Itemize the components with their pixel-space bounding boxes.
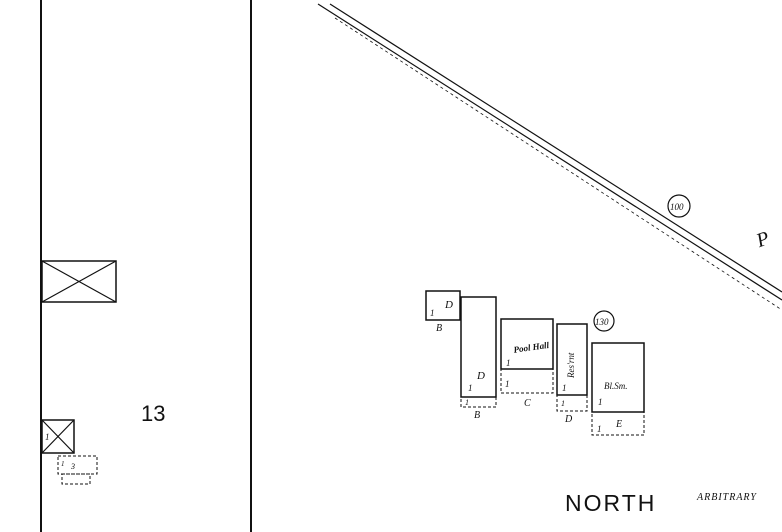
- outbuilding-label: 3: [70, 462, 75, 471]
- building-b1-story: 1: [430, 308, 435, 318]
- blacksmith-rear: [591, 411, 645, 436]
- pool-hall-story: 1: [506, 358, 511, 368]
- small-outbuilding: [57, 455, 98, 485]
- building-b1-use: D: [444, 299, 453, 311]
- building-b2-story: 1: [468, 383, 473, 393]
- building-b2-rear: [460, 396, 497, 408]
- building-b2-use: D: [476, 370, 485, 382]
- lot-letter-c: C: [524, 398, 531, 409]
- rear-mark-pool: 1: [505, 379, 510, 389]
- railroad-initial: P: [752, 227, 772, 252]
- rear-mark-b2: 1: [465, 398, 469, 407]
- lot-letter-b1: B: [436, 323, 442, 334]
- railroad-track: [317, 3, 782, 311]
- lot-letter-e: E: [615, 419, 622, 430]
- address-marker-130: [593, 310, 615, 332]
- x-box-upper: [41, 260, 117, 303]
- restaurant-rear: [556, 394, 588, 412]
- address-130-text: 130: [595, 317, 609, 327]
- restaurant-use: Res'rnt: [566, 352, 576, 379]
- address-100-text: 100: [670, 202, 684, 212]
- lot-letter-d: D: [564, 414, 573, 425]
- blacksmith-story: 1: [598, 397, 603, 407]
- block-number: 13: [141, 401, 165, 426]
- restaurant-story: 1: [562, 383, 567, 393]
- blacksmith-use: Bl.Sm.: [604, 381, 628, 391]
- street-note: ARBITRARY: [696, 492, 757, 503]
- building-b2: [460, 296, 497, 398]
- pool-hall-use: Pool Hall: [513, 340, 550, 355]
- address-marker-100: [667, 194, 691, 218]
- building-b1: [425, 290, 461, 321]
- rear-mark-blacksmith: 1: [597, 424, 602, 434]
- x-box-lower: [41, 419, 75, 454]
- rear-mark-restaurant: 1: [561, 399, 565, 408]
- lot-letter-b2: B: [474, 410, 480, 421]
- street-name-north: NORTH: [565, 490, 656, 516]
- outbuilding-sub: 1: [61, 460, 65, 468]
- left-box-mark: 1: [45, 432, 50, 442]
- pool-hall-rear: [500, 368, 554, 394]
